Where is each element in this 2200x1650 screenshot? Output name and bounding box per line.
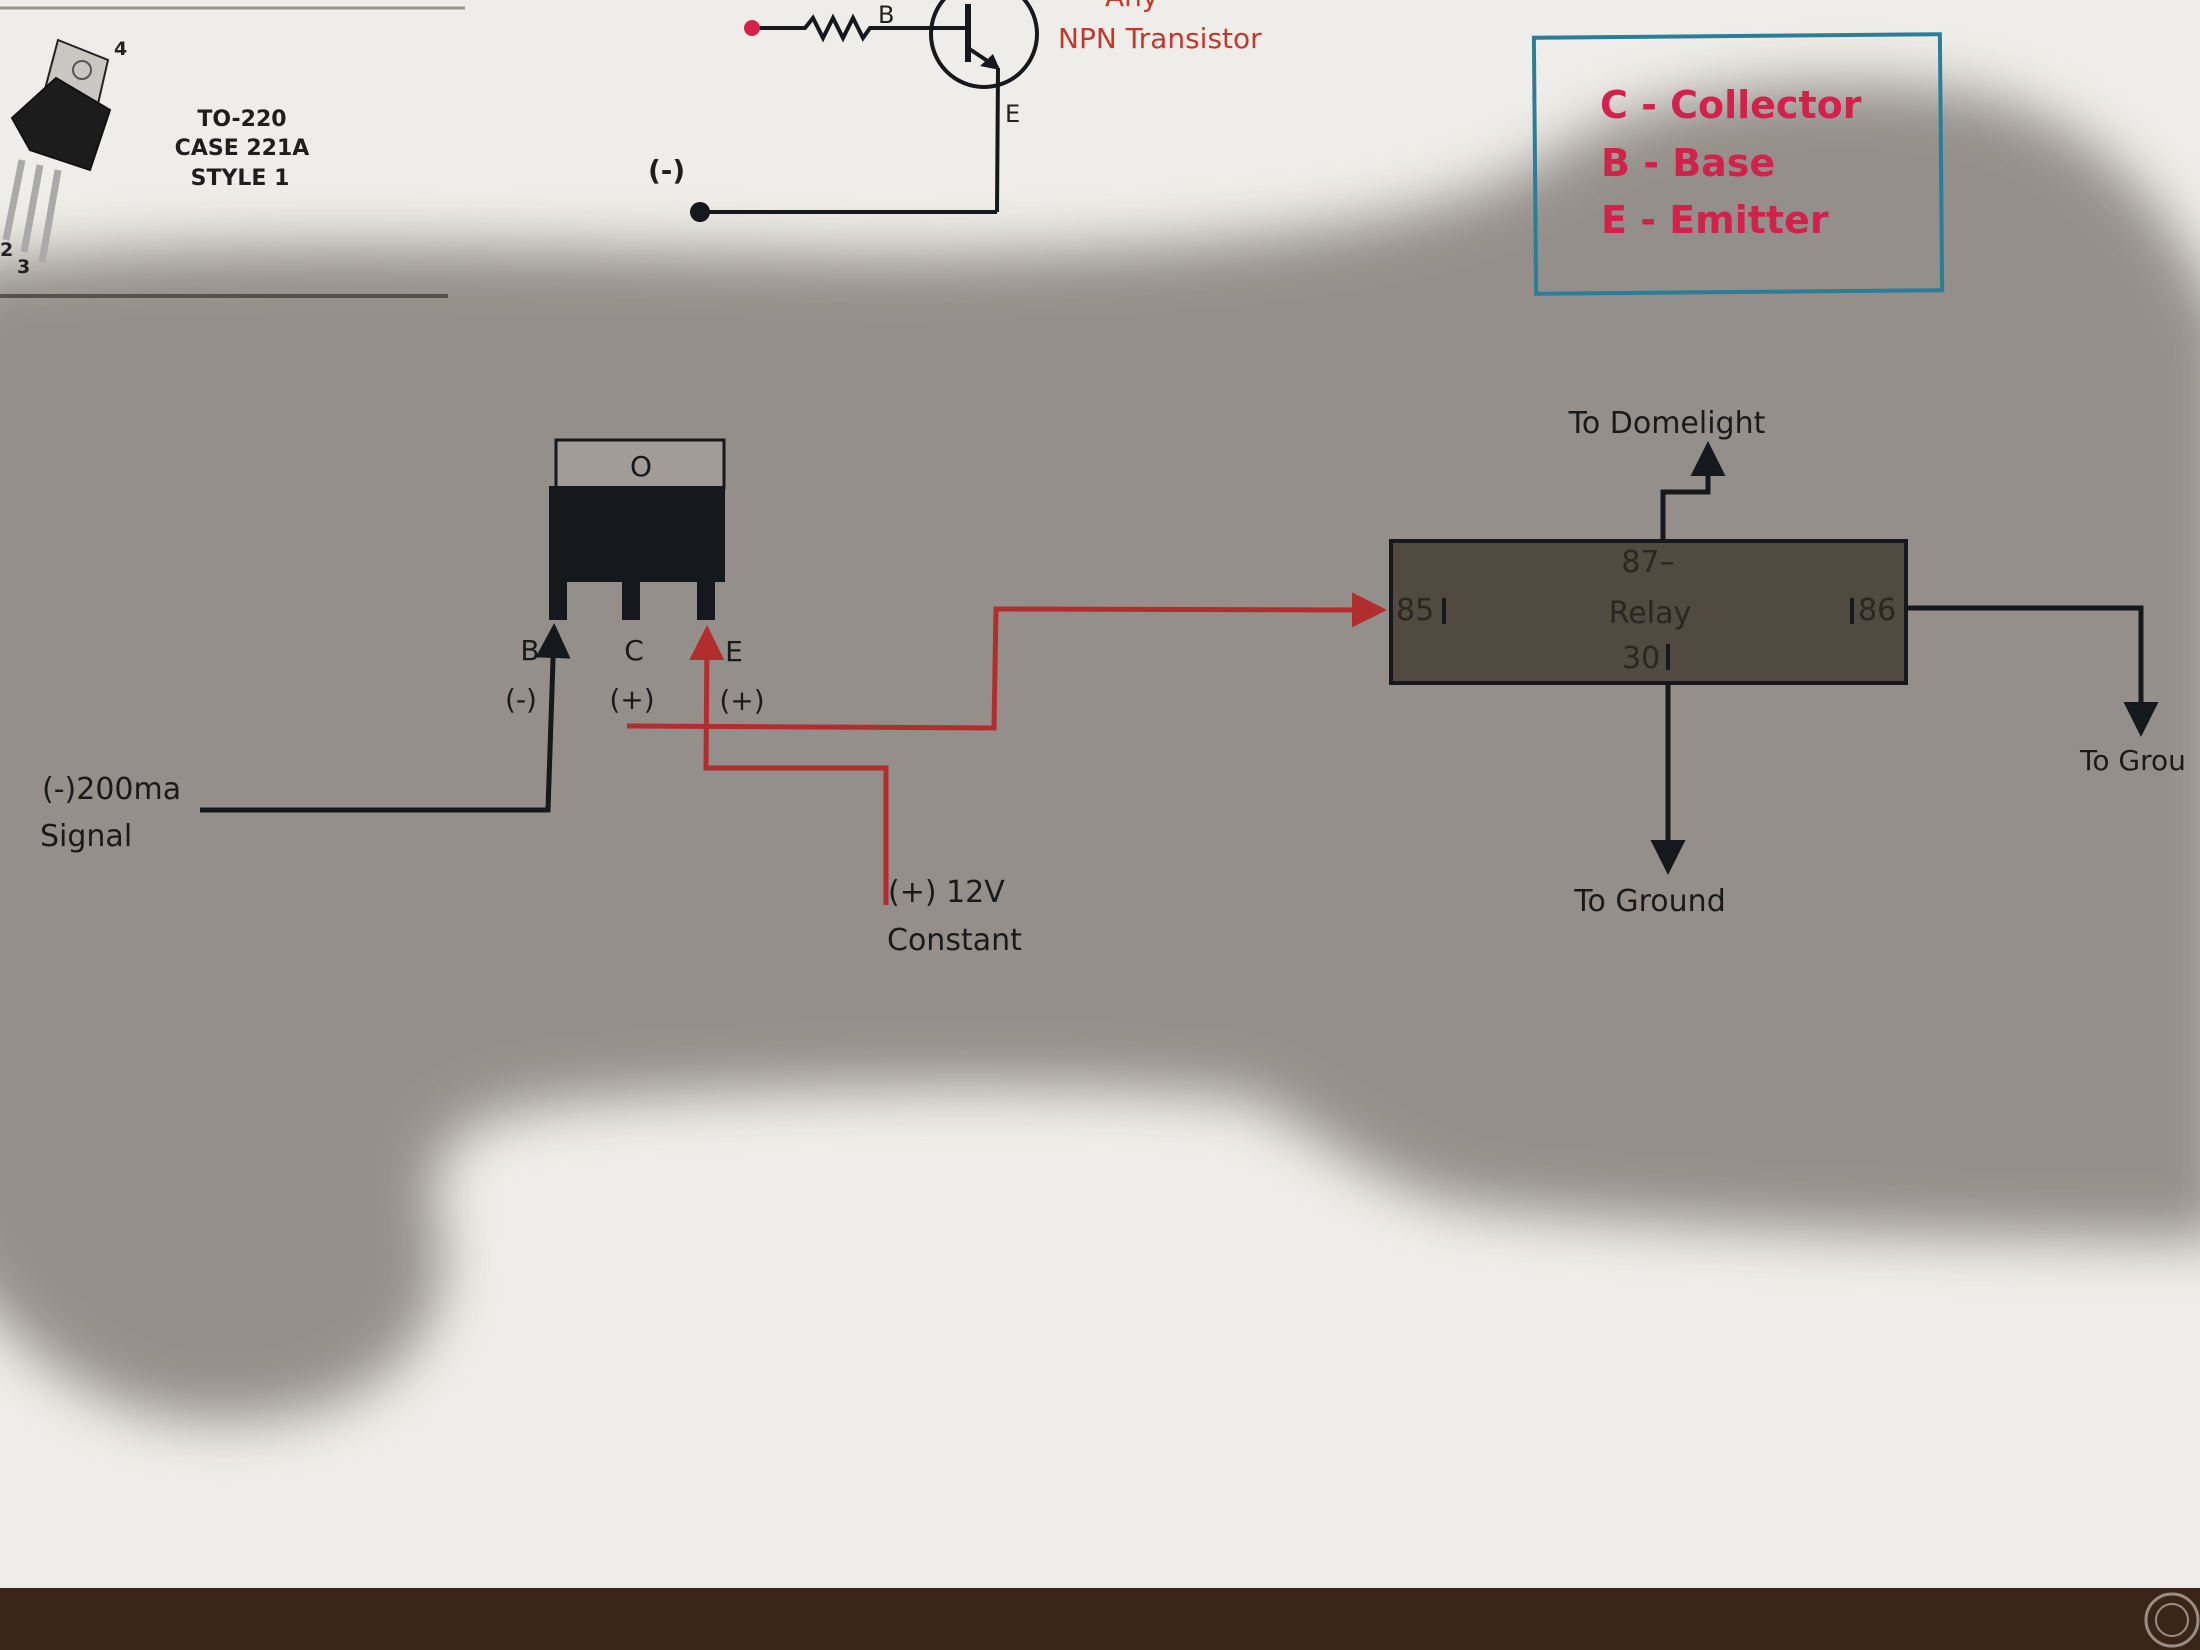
base-terminal-dot — [744, 20, 760, 36]
signal-label-line2: Signal — [40, 819, 132, 854]
transistor-pin-b: B — [520, 634, 539, 667]
relay-box — [1389, 539, 1908, 685]
collector-to-relay85-wire — [626, 592, 1387, 731]
supply-to-emitter-wire — [689, 625, 889, 905]
legend-collector: C - Collector — [1600, 83, 1862, 127]
npn-base-label: B — [878, 1, 894, 29]
hand-shadow — [0, 82, 2200, 1421]
package-label-line1: TO-220 — [197, 107, 286, 132]
to-domelight-label: To Domelight — [1568, 406, 1766, 441]
emitter-arrow — [980, 54, 1000, 70]
ground-terminal-dot — [690, 202, 710, 222]
transistor-package — [549, 438, 726, 620]
signal-label-line1: (-)200ma — [42, 772, 181, 807]
npn-emitter-label: E — [1005, 100, 1020, 128]
npn-transistor-symbol — [700, 0, 1039, 214]
relay-pin-86: 86 — [1858, 593, 1896, 628]
supply-label-line2: Constant — [887, 923, 1022, 958]
relay-name: Relay — [1609, 596, 1691, 631]
transistor-polarity-b: (-) — [505, 683, 537, 716]
to-ground-right-label: To Grou — [2079, 744, 2186, 777]
legend-emitter: E - Emitter — [1601, 198, 1829, 242]
transistor-polarity-c: (+) — [609, 683, 654, 716]
relay-pin-30: 30 — [1622, 641, 1660, 676]
relay-pin-85: 85 — [1396, 593, 1434, 628]
watermark-logo — [2144, 1592, 2200, 1648]
wood-table — [0, 1588, 2200, 1650]
transistor-pin-c: C — [624, 634, 644, 667]
npn-negative-label: (-) — [648, 154, 685, 187]
relay87-domelight-wire — [1660, 441, 1726, 541]
relay86-ground-wire — [1906, 605, 2159, 737]
transistor-polarity-e: (+) — [719, 684, 764, 717]
supply-label-line1: (+) 12V — [888, 875, 1005, 910]
relay-pin-87: 87– — [1621, 545, 1674, 580]
to-ground-bottom-label: To Ground — [1573, 884, 1725, 919]
package-label-line2: CASE 221A — [175, 136, 310, 161]
legend-box — [1531, 32, 1945, 296]
npn-title-partial: Any — [1105, 0, 1158, 13]
package-label-line3: STYLE 1 — [191, 166, 290, 191]
legend-base: B - Base — [1601, 141, 1775, 185]
transistor-pin-e: E — [725, 635, 743, 668]
signal-wire — [200, 623, 571, 813]
pin-number-2: 2 — [0, 239, 13, 261]
pin-number-3: 3 — [17, 256, 30, 278]
to220-package-drawing — [2, 38, 112, 263]
transistor-tab-label: O — [630, 450, 652, 483]
npn-title: NPN Transistor — [1058, 22, 1262, 55]
pin-number-4: 4 — [114, 38, 127, 60]
